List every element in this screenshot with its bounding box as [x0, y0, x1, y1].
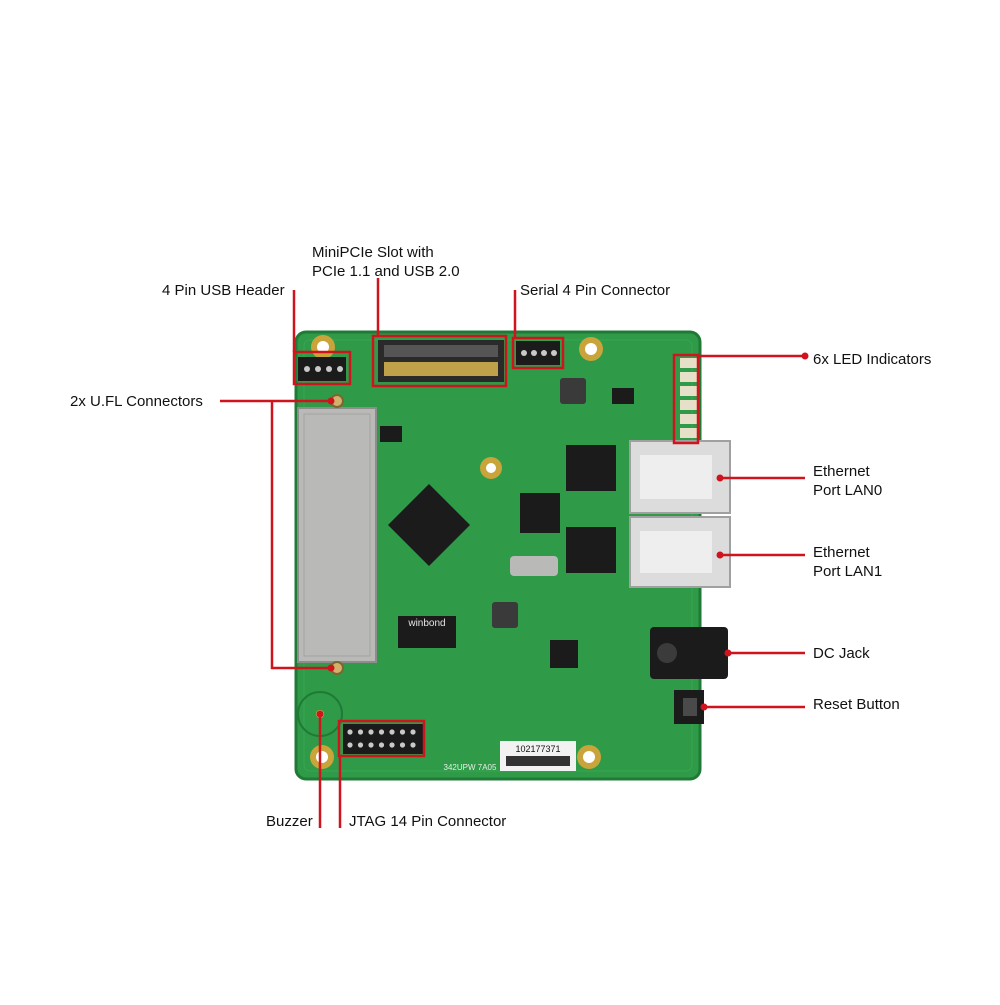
- callout-box-jtag: [337, 719, 426, 758]
- chips: winbond: [380, 378, 634, 668]
- callout-boxes: [292, 334, 700, 758]
- rf-shield: [297, 407, 377, 663]
- callout-lines: [220, 278, 805, 828]
- jtag-pin: [389, 742, 395, 748]
- label-eth1: Ethernet Port LAN1: [813, 543, 882, 581]
- label-eth1-line2: Port LAN1: [813, 563, 883, 580]
- label-buzzer: Buzzer: [266, 813, 313, 830]
- label-dc-jack: DC Jack: [813, 645, 870, 662]
- ethernet-ports: [629, 440, 731, 588]
- label-jtag: JTAG 14 Pin Connector: [349, 813, 507, 830]
- model-text: 342UPW 7A05: [444, 763, 497, 772]
- dot-eth0: [716, 474, 724, 482]
- serial-number-text: 102177371: [515, 744, 560, 754]
- jtag-pin: [410, 742, 416, 748]
- dot-eth1: [716, 551, 724, 559]
- label-eth0-line1: Ethernet: [813, 463, 870, 480]
- chip-brand-text: winbond: [407, 618, 445, 629]
- jtag-pin: [347, 729, 353, 735]
- label-minipcie-line2: PCIe 1.1 and USB 2.0: [312, 263, 460, 280]
- callout-box-minipcie: [371, 334, 508, 388]
- usb-header: [298, 357, 346, 381]
- jtag-pin: [368, 729, 374, 735]
- label-ufl: 2x U.FL Connectors: [70, 393, 203, 410]
- label-eth0: Ethernet Port LAN0: [813, 462, 882, 500]
- jtag-pin: [389, 729, 395, 735]
- serial-sticker: 102177371 342UPW 7A05: [444, 741, 576, 772]
- label-serial: Serial 4 Pin Connector: [520, 282, 671, 299]
- dot-ufl-bottom: [327, 664, 335, 672]
- led-indicators: [680, 358, 698, 438]
- ufl-connectors: [330, 394, 344, 675]
- label-minipcie: MiniPCIe Slot with PCIe 1.1 and USB 2.0: [312, 243, 460, 281]
- jtag-pin: [399, 729, 406, 735]
- label-minipcie-line1: MiniPCIe Slot with: [312, 244, 434, 261]
- label-led: 6x LED Indicators: [813, 351, 932, 368]
- jtag-pin: [357, 729, 364, 735]
- dot-buzzer: [316, 710, 324, 718]
- jtag-pin: [399, 742, 406, 748]
- jtag-pin: [410, 729, 416, 735]
- label-eth1-line1: Ethernet: [813, 544, 870, 561]
- callout-box-usb-header: [292, 350, 352, 386]
- callout-box-led: [672, 353, 700, 445]
- jtag-pin: [347, 742, 353, 748]
- jtag-pin: [378, 729, 385, 735]
- callout-box-serial: [511, 336, 565, 370]
- callout-dots: [316, 352, 809, 718]
- dot-reset: [700, 703, 708, 711]
- reset-button: [674, 690, 704, 724]
- dot-led: [801, 352, 809, 360]
- dc-jack: [650, 627, 728, 679]
- serial-header: [516, 341, 560, 365]
- dot-dc-jack: [724, 649, 732, 657]
- dot-ufl-top: [327, 397, 335, 405]
- label-eth0-line2: Port LAN0: [813, 482, 883, 499]
- label-reset: Reset Button: [813, 696, 900, 713]
- jtag-pin: [357, 742, 364, 748]
- jtag-header: [343, 724, 423, 754]
- minipcie-slot: [378, 340, 504, 382]
- jtag-pin: [378, 742, 385, 748]
- jtag-pin: [368, 742, 374, 748]
- leader-ufl-bracket: [270, 401, 331, 670]
- label-usb-header: 4 Pin USB Header: [162, 282, 285, 299]
